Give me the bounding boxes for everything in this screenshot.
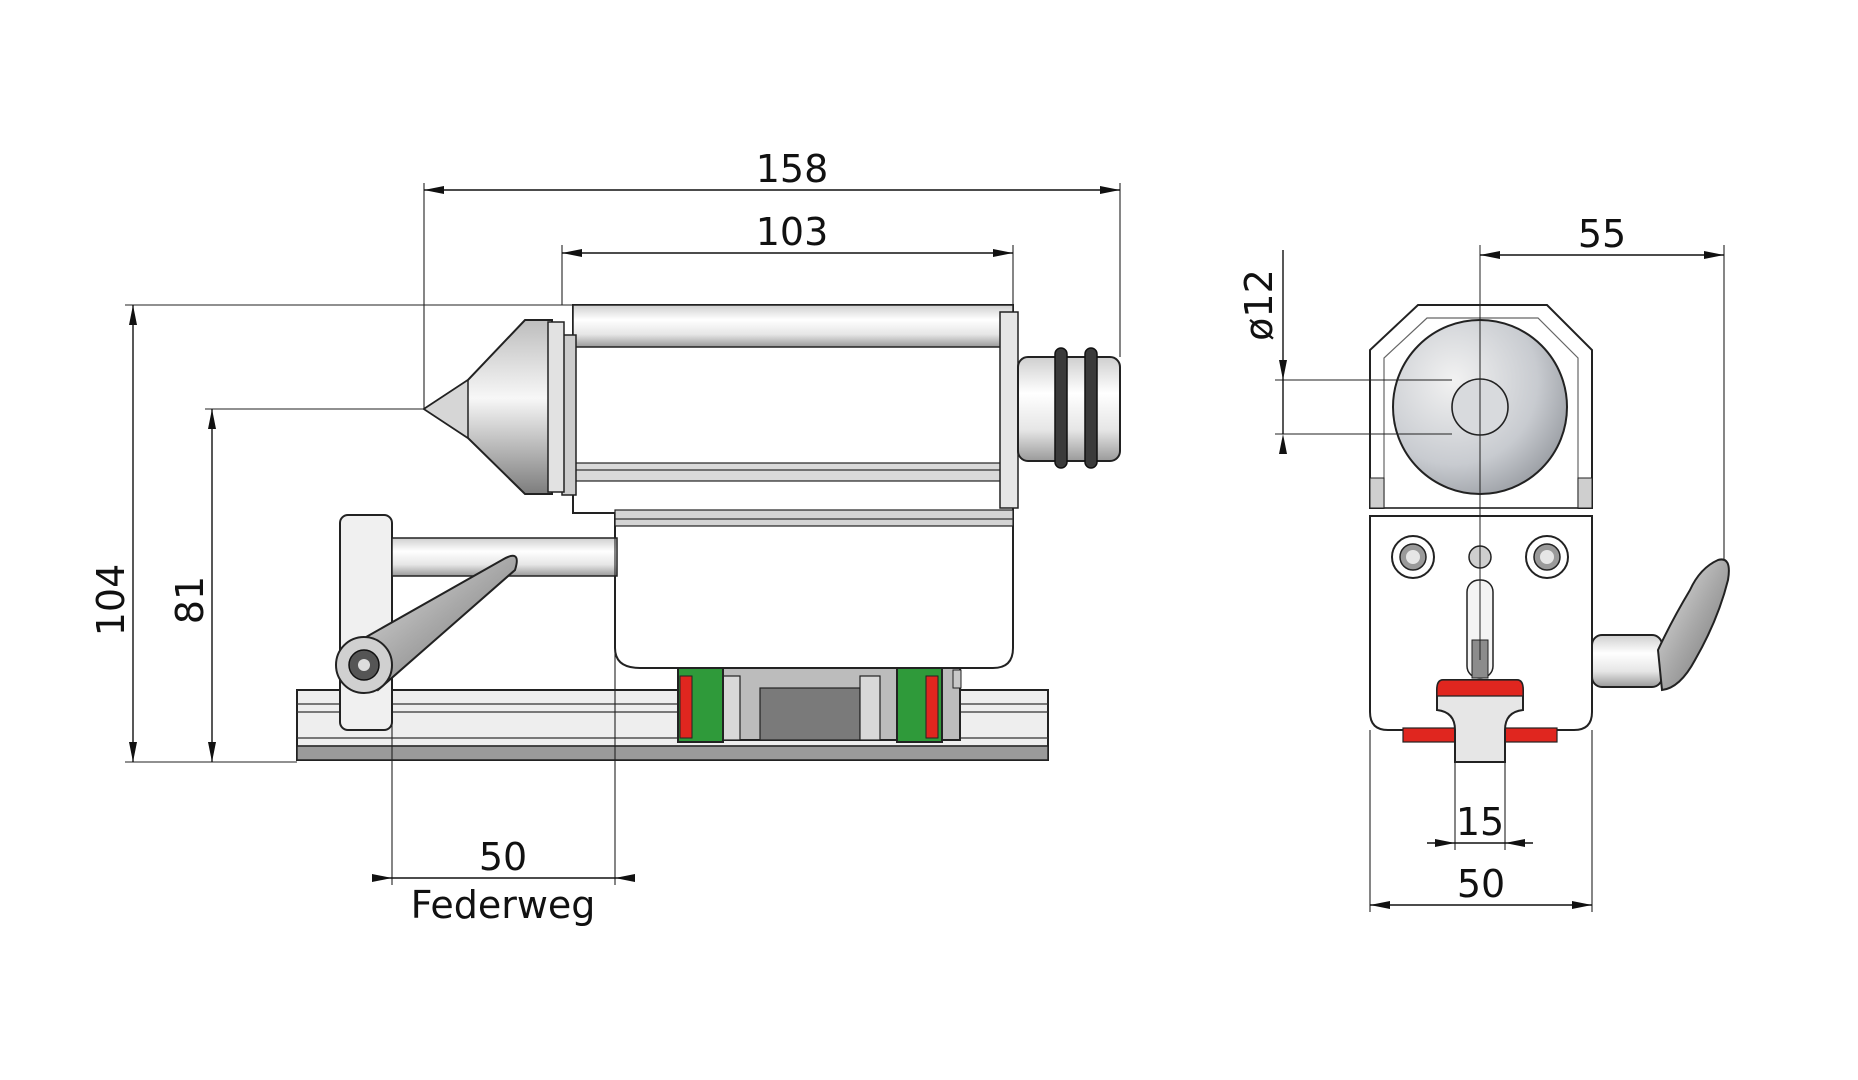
guide-block-left	[677, 667, 724, 743]
spindle-housing	[561, 304, 1019, 514]
guide-block-right	[896, 667, 943, 743]
dim-body-length: 103	[561, 210, 1014, 305]
overall-length-label: 158	[756, 147, 829, 191]
dim-overall-length: 158	[423, 147, 1121, 409]
slot-width-label: 15	[1456, 800, 1504, 844]
center-height-label: 81	[168, 576, 212, 624]
base-width-label: 50	[1457, 862, 1505, 906]
dim-spring-travel: 50 Federweg	[372, 513, 635, 927]
side-view: 158 103 104 81	[89, 147, 1121, 927]
front-clamp-lever	[1591, 558, 1730, 692]
housing-lower-body	[614, 509, 1014, 669]
dim-center-diameter: ø12	[1237, 250, 1452, 454]
clamp-lever	[335, 554, 518, 694]
front-carriage	[1369, 515, 1593, 731]
spring-travel-value: 50	[479, 835, 527, 879]
live-center-cone	[422, 319, 565, 495]
side-offset-label: 55	[1578, 212, 1626, 256]
dim-overall-height: 104	[89, 304, 573, 763]
front-guide-strips	[1402, 679, 1558, 763]
rear-plug	[1017, 347, 1121, 469]
front-view: ø12 55 15 50	[1237, 212, 1730, 912]
center-diameter-label: ø12	[1237, 269, 1281, 341]
dim-center-height: 81	[168, 408, 424, 763]
dim-side-offset: 55	[1480, 212, 1725, 560]
dim-slot-width: 15	[1427, 762, 1533, 850]
dim-base-width: 50	[1369, 730, 1593, 912]
body-length-label: 103	[756, 210, 829, 254]
spring-travel-label: Federweg	[411, 883, 596, 927]
overall-height-label: 104	[89, 564, 133, 637]
